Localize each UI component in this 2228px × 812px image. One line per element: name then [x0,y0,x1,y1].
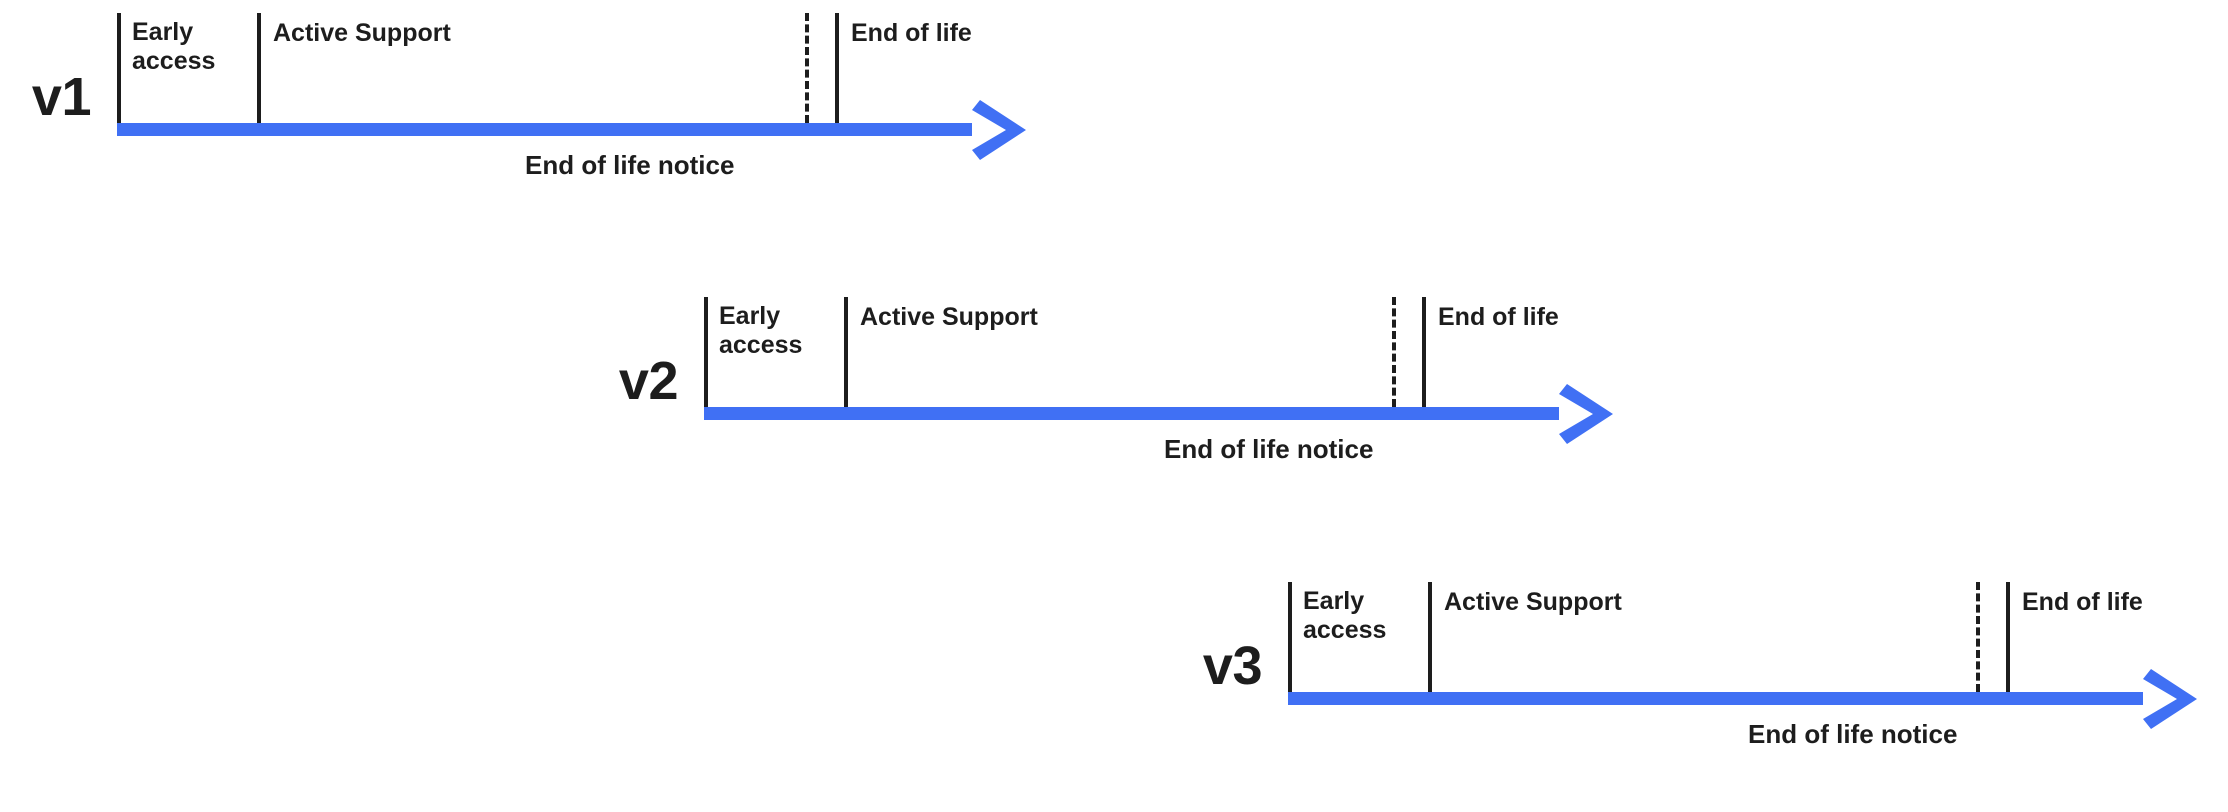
phase-label-early-access-v1: Early access [132,18,216,75]
tick-end-of-life-notice-v2 [1392,297,1396,407]
tick-active-support-start-v1 [257,13,261,123]
phase-label-active-support-v3: Active Support [1444,587,1622,616]
tick-active-support-start-v3 [1428,582,1432,692]
notice-label-v2: End of life notice [1164,434,1374,464]
phase-label-end-of-life-v3: End of life [2022,587,2143,616]
timeline-axis-v1 [117,99,1026,160]
tick-end-of-life-notice-v3 [1976,582,1980,692]
timeline-axis-v2 [704,383,1613,444]
timeline-axis-v3 [1288,668,2197,729]
tick-early-access-start-v3 [1288,582,1292,692]
version-label-v1: v1 [31,67,92,127]
phase-label-active-support-v2: Active Support [860,302,1038,331]
notice-label-v3: End of life notice [1748,719,1958,749]
tick-end-of-life-start-v3 [2006,582,2010,692]
phase-label-active-support-v1: Active Support [273,18,451,47]
phase-label-early-access-v2: Early access [719,302,803,359]
tick-end-of-life-notice-v1 [805,13,809,123]
phase-label-end-of-life-v2: End of life [1438,302,1559,331]
tick-early-access-start-v1 [117,13,121,123]
phase-label-early-access-v3: Early access [1303,587,1387,644]
version-label-v2: v2 [618,351,679,411]
arrow-head-icon [972,99,1026,160]
arrow-head-icon [1559,383,1613,444]
arrow-head-icon [2143,668,2197,729]
notice-label-v1: End of life notice [525,150,735,180]
tick-early-access-start-v2 [704,297,708,407]
tick-end-of-life-start-v2 [1422,297,1426,407]
tick-end-of-life-start-v1 [835,13,839,123]
tick-active-support-start-v2 [844,297,848,407]
phase-label-end-of-life-v1: End of life [851,18,972,47]
version-label-v3: v3 [1202,636,1263,696]
